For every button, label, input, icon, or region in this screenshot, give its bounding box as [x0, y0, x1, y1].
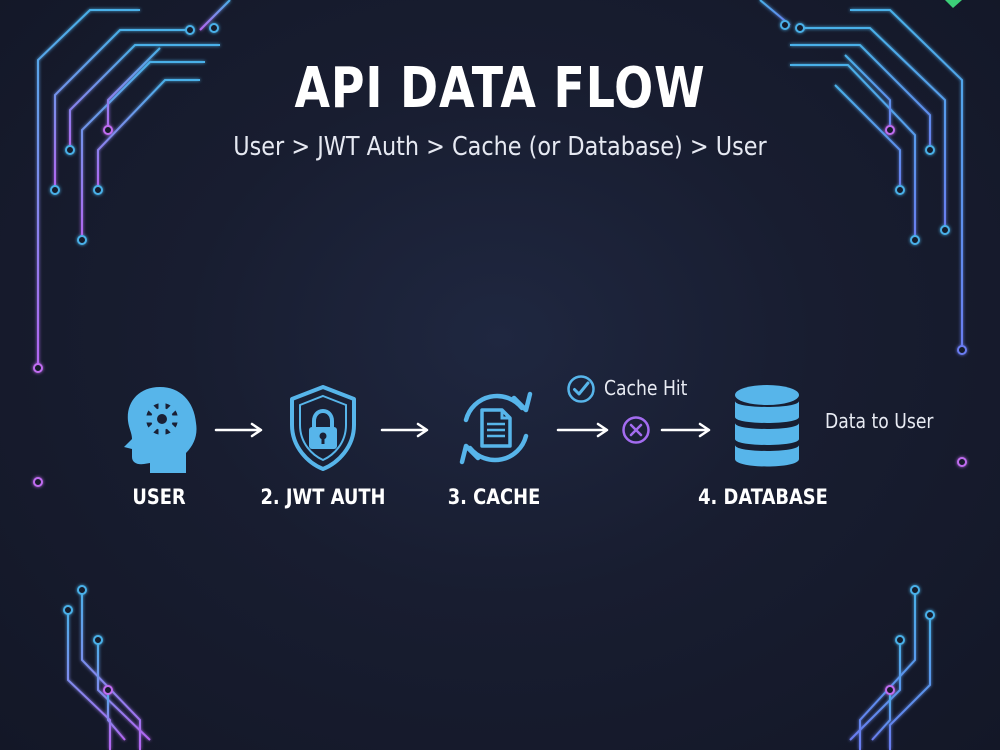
- x-circle-icon: [622, 416, 650, 444]
- flow-arrow: [380, 422, 429, 438]
- node-label-cache: 3. CACHE: [447, 485, 541, 509]
- shield-lock-icon: [290, 385, 356, 471]
- flow-arrow: [660, 422, 711, 438]
- flow-arrow: [214, 422, 263, 438]
- data-to-user-label: Data to User: [825, 409, 934, 433]
- page-title: API DATA FLOW: [294, 56, 706, 121]
- corner-badge-icon: [945, 0, 962, 8]
- flow-subtitle: User > JWT Auth > Cache (or Database) > …: [233, 132, 767, 162]
- database-icon: [735, 385, 799, 467]
- node-label-user: USER: [132, 485, 186, 509]
- flow-arrow: [556, 422, 609, 438]
- node-label-jwt-auth: 2. JWT AUTH: [260, 485, 386, 509]
- check-circle-icon: [567, 375, 595, 403]
- node-label-database: 4. DATABASE: [698, 485, 828, 509]
- user-head-gear-icon: [124, 387, 197, 473]
- cache-refresh-document-icon: [459, 391, 533, 465]
- cache-hit-label: Cache Hit: [604, 376, 688, 400]
